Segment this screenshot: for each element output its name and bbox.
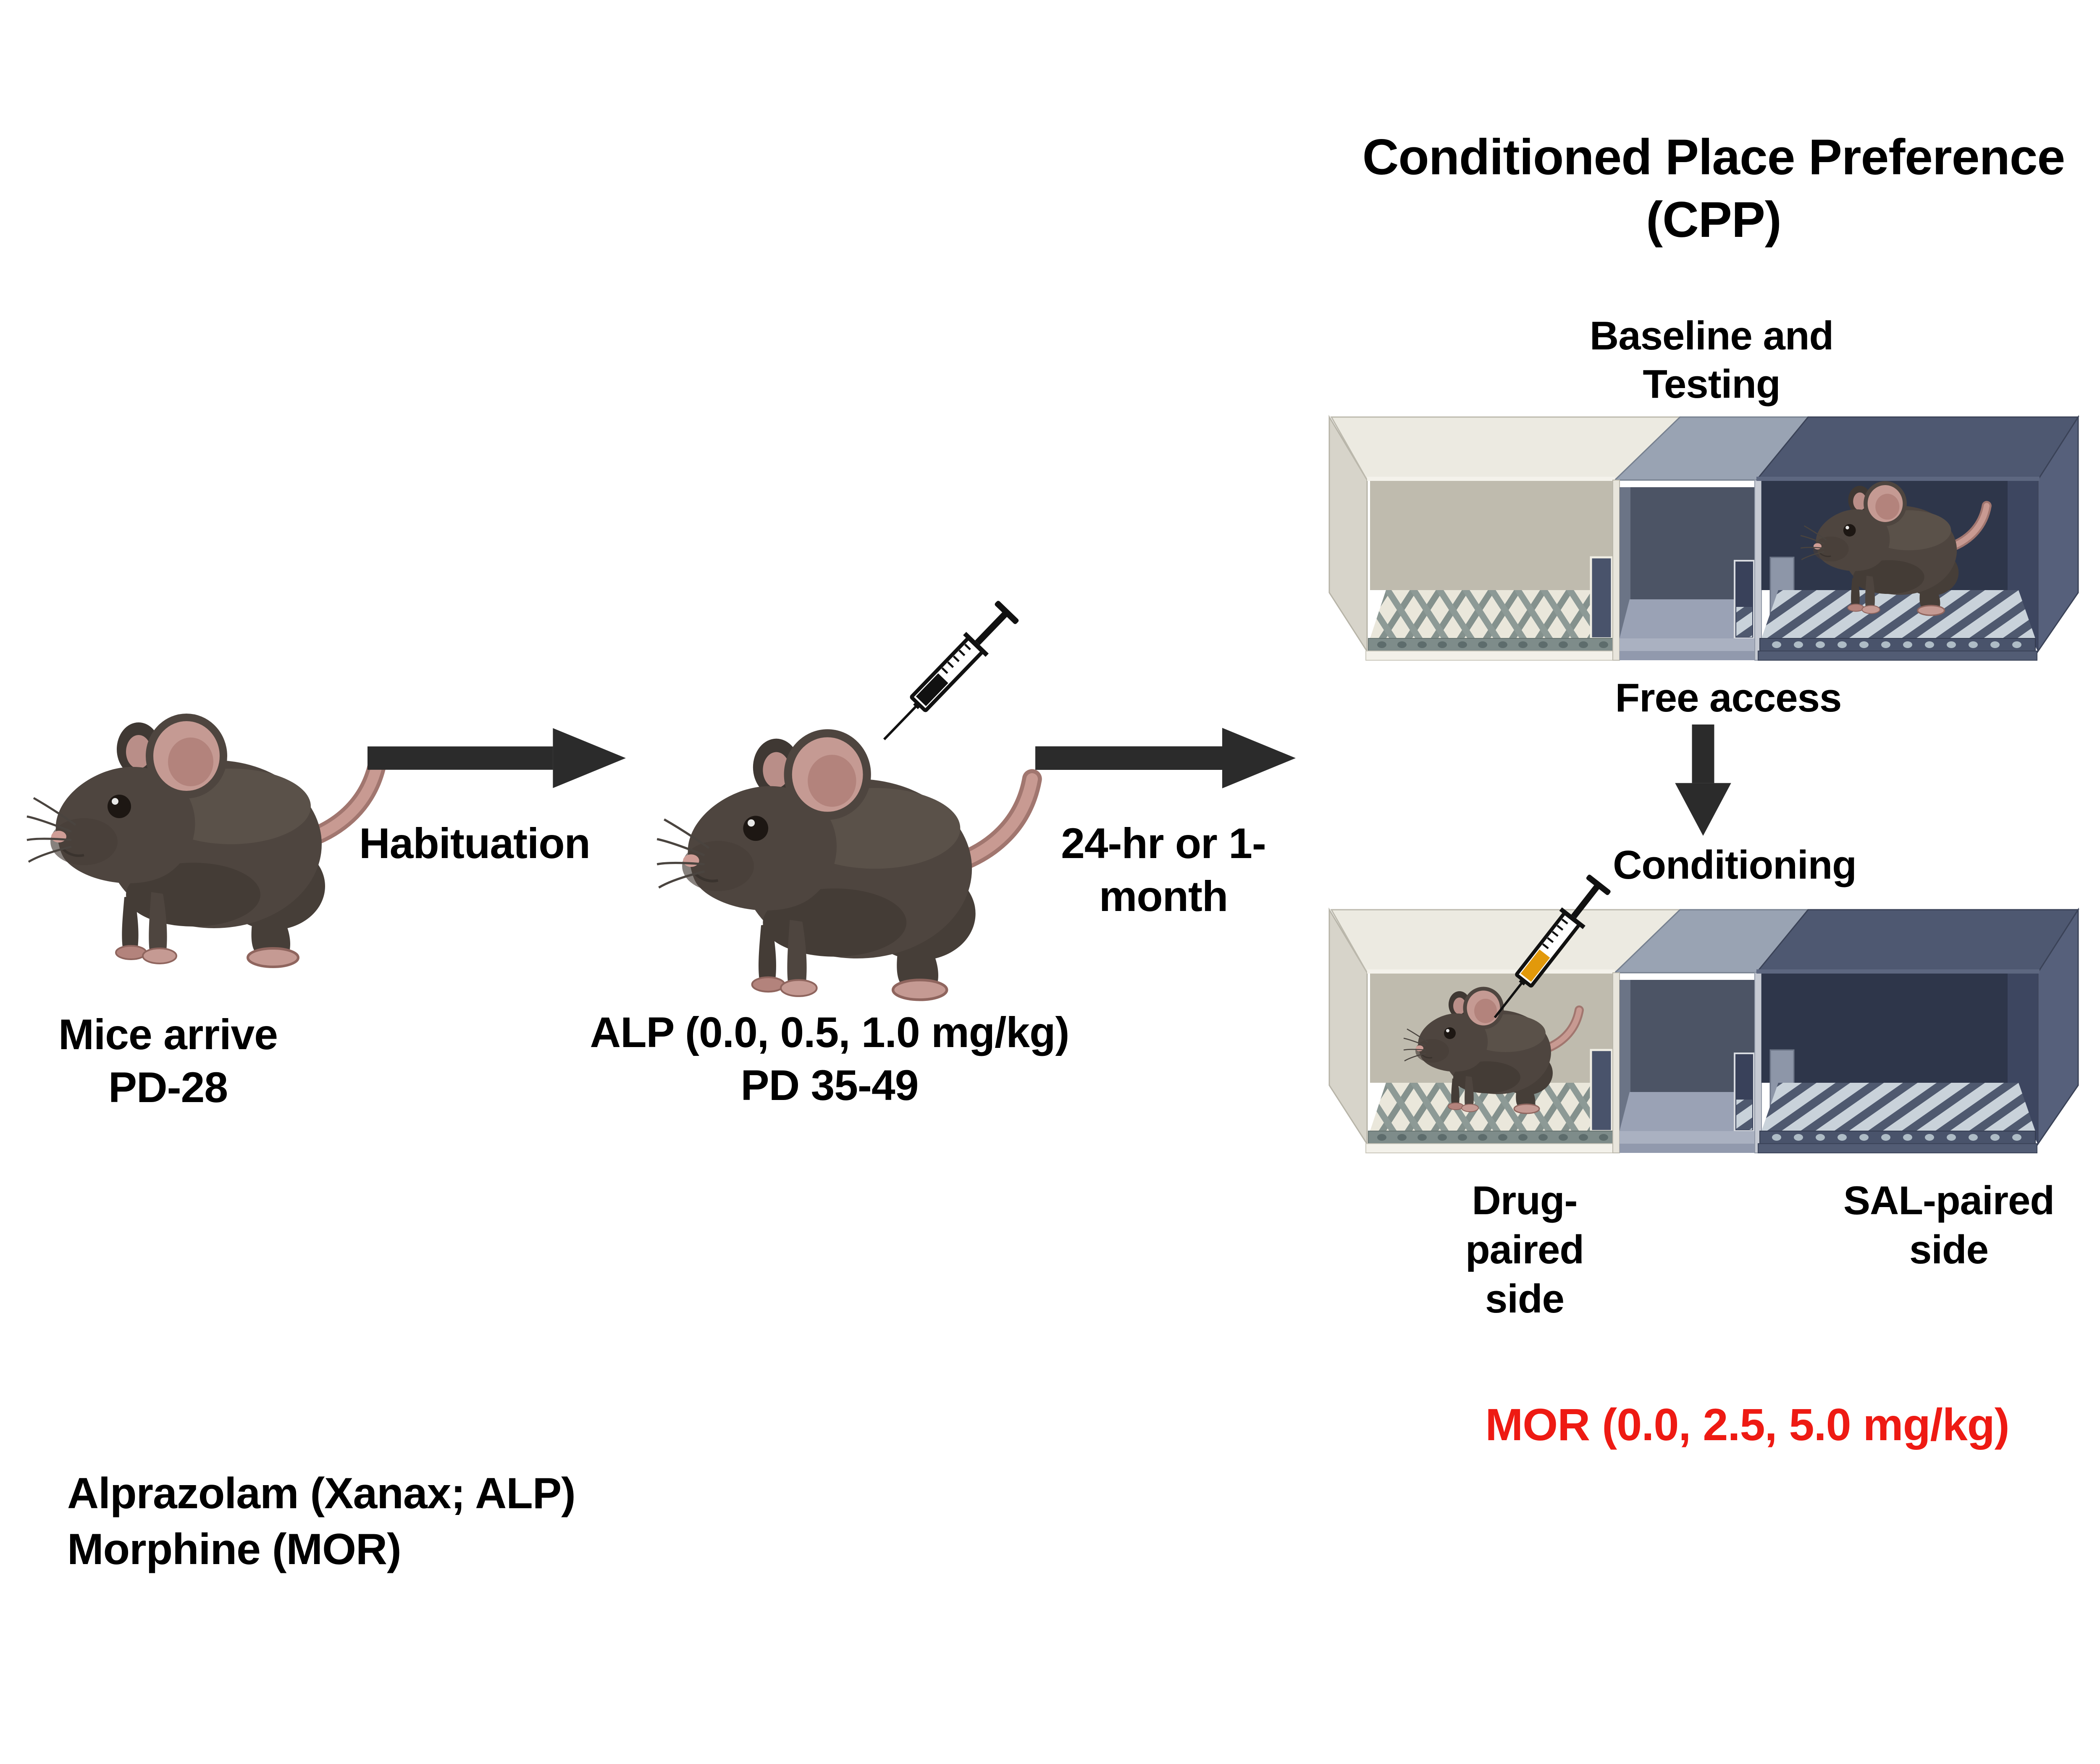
alp-dose-label: ALP (0.0, 0.5, 1.0 mg/kg) PD 35-49 [590, 1008, 1070, 1110]
arrow-down-icon [1675, 724, 1731, 836]
cpp-apparatus-baseline [1319, 410, 2090, 674]
mice-arrive-label: Mice arrive PD-28 [58, 1011, 278, 1112]
baseline-testing-label: Baseline and Testing [1589, 313, 1834, 407]
cpp-apparatus-conditioning [1319, 902, 2090, 1167]
drug-paired-side-label: Drug- paired side [1465, 1178, 1584, 1322]
mouse-icon [655, 685, 1050, 1008]
drug-legend-mor: Morphine (MOR) [67, 1525, 402, 1574]
drug-legend-alp: Alprazolam (Xanax; ALP) [67, 1469, 576, 1518]
arrow-right-icon [1035, 728, 1296, 788]
arrow-right-icon [368, 728, 626, 788]
sal-paired-side-label: SAL-paired side [1843, 1178, 2055, 1273]
mor-dose-label: MOR (0.0, 2.5, 5.0 mg/kg) [1485, 1399, 2009, 1450]
interval-label: 24-hr or 1- month [1061, 819, 1266, 921]
drug-legend: Alprazolam (Xanax; ALP) Morphine (MOR) [67, 1466, 907, 1578]
cpp-title: Conditioned Place Preference (CPP) [1315, 126, 2100, 251]
cpp-title-line2: (CPP) [1646, 191, 1782, 248]
cpp-title-line1: Conditioned Place Preference [1362, 129, 2066, 185]
free-access-label: Free access [1615, 675, 1842, 720]
conditioning-label: Conditioning [1613, 843, 1857, 887]
habituation-label: Habituation [359, 819, 591, 867]
